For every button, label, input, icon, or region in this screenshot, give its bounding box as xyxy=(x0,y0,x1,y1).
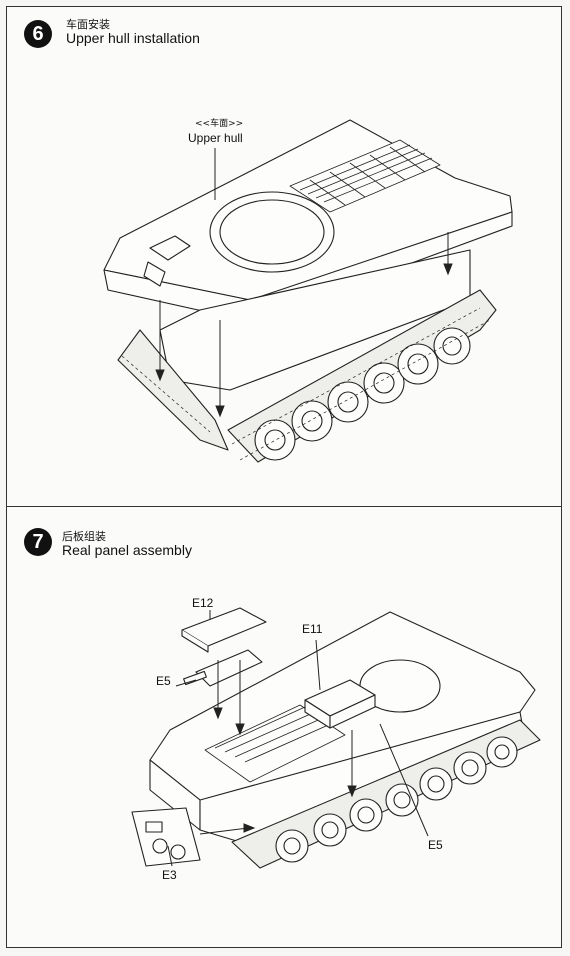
road-wheels xyxy=(254,327,471,461)
step-7-number: 7 xyxy=(32,530,44,553)
step-7-arrows xyxy=(167,610,429,867)
step-6-title-cn: 车面安装 xyxy=(66,18,110,31)
part-e11-label: E11 xyxy=(302,622,323,636)
track-left-run xyxy=(117,329,229,451)
part-e5-left xyxy=(195,649,263,687)
step-7-title-en: Real panel assembly xyxy=(62,542,192,558)
step-6-number: 6 xyxy=(32,22,44,45)
turret-ring-inner xyxy=(219,199,325,265)
upper-hull-callout-en: Upper hull xyxy=(188,131,243,145)
step-6-badge: 6 xyxy=(24,20,52,48)
part-e3-label: E3 xyxy=(162,868,177,882)
road-wheels-step7 xyxy=(275,736,518,863)
part-e12-label: E12 xyxy=(192,596,214,610)
engine-deck-grille xyxy=(289,139,441,213)
step-divider xyxy=(6,506,562,507)
track-links xyxy=(121,307,491,461)
step-7-title-cn: 后板组装 xyxy=(62,530,106,543)
part-e5-left-label: E5 xyxy=(156,674,171,688)
part-e5-right-label: E5 xyxy=(428,838,443,852)
step-6-arrows xyxy=(155,148,453,418)
step-6-title-en: Upper hull installation xyxy=(66,30,200,46)
upper-hull-callout-cn: <<车面>> xyxy=(195,119,244,129)
front-lights xyxy=(143,261,166,287)
driver-hatch xyxy=(149,235,191,261)
step-7-badge: 7 xyxy=(24,528,52,556)
rear-deck-grille xyxy=(204,704,346,783)
